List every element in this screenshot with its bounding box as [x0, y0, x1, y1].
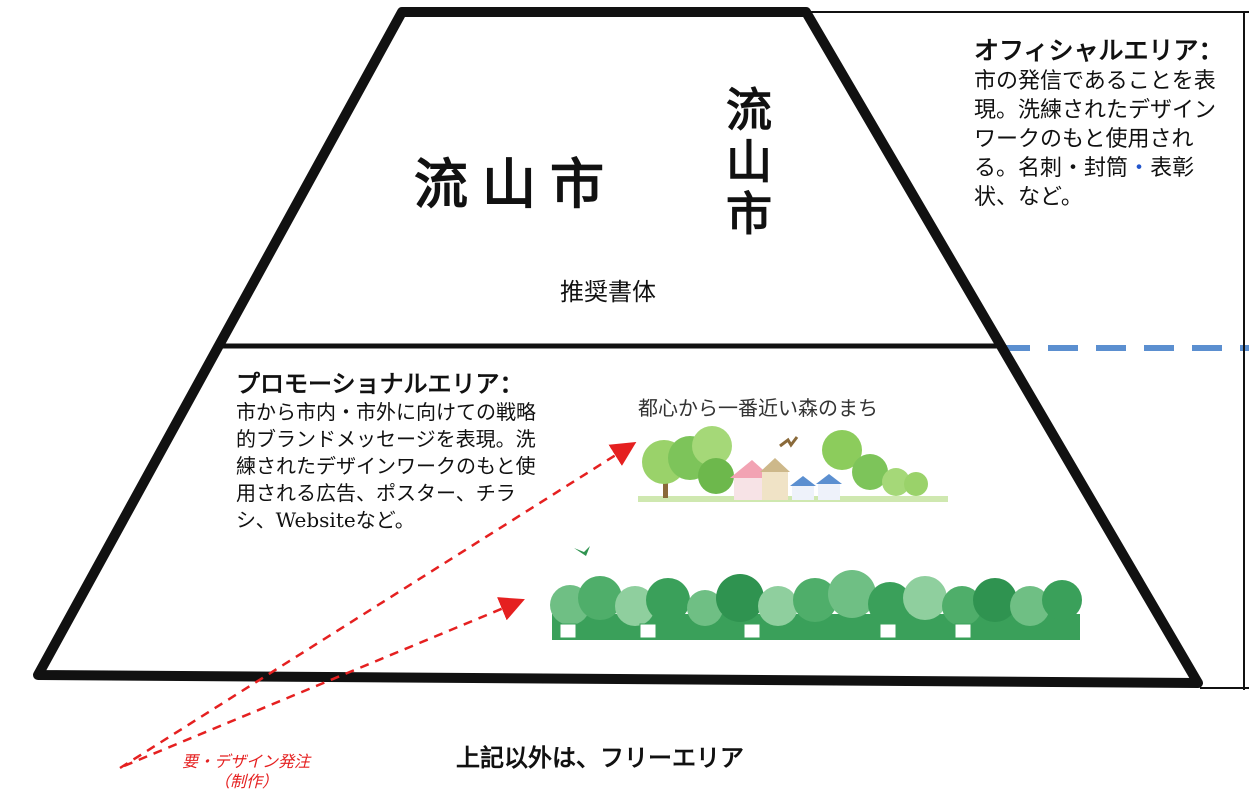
forest-illustration: [550, 546, 1082, 640]
tree: [904, 472, 928, 496]
pointer-arrow: [119, 441, 637, 770]
bird-icon: [574, 546, 590, 556]
free-area-label: 上記以外は、フリーエリア: [456, 743, 744, 772]
forest-house: [559, 623, 577, 639]
brand-slogan: 都心から一番近い森のまち: [638, 396, 878, 420]
house-blue: [792, 484, 814, 500]
bird-icon: [779, 436, 799, 448]
pointer-arrow: [123, 597, 525, 768]
house-blue-roof: [790, 476, 816, 486]
forest-house: [639, 623, 657, 639]
house-pink-roof: [730, 460, 772, 478]
official-area-bullet: ・: [1128, 156, 1151, 181]
official-area-body: ・: [1062, 156, 1085, 181]
official-area-body: 封筒: [1084, 156, 1129, 181]
tree: [698, 458, 734, 494]
pyramid-outline: [33, 7, 1203, 688]
official-area-title: オフィシャルエリア：: [974, 36, 1224, 65]
tree: [692, 426, 732, 466]
recommended-font-label: 推奨書体: [560, 278, 656, 306]
official-area-body: 表彰状、など。: [974, 156, 1195, 210]
house-beige-roof: [760, 458, 790, 472]
house-blue: [818, 482, 840, 500]
promotional-area-description: プロモーショナルエリア： 市から市内・市外に向けての戦略的ブランドメッセージを表…: [236, 370, 548, 534]
official-area-description: オフィシャルエリア： 市の発信であることを表現。洗練されたデザインワークのもと使…: [974, 36, 1224, 212]
house-blue-roof: [816, 474, 842, 484]
official-area-body: 市の発信であることを表現。洗練されたデザインワークのもと使用される。名刺: [974, 69, 1217, 181]
design-order-note-line: 要・デザイン発注: [181, 752, 310, 771]
logo-horizontal: 流山市: [414, 152, 618, 216]
tree-trunk: [663, 470, 668, 498]
promotional-area-body: 市から市内・市外に向けての戦略的ブランドメッセージを表現。洗練されたデザインワー…: [236, 373, 536, 532]
village-illustration: [638, 426, 948, 502]
forest-house: [879, 623, 897, 639]
logo-vertical: 流山市: [726, 83, 772, 241]
design-order-note: 要・デザイン発注 （制作）: [156, 752, 336, 792]
design-order-note-line: （制作）: [213, 772, 278, 791]
forest-house: [743, 623, 761, 639]
promotional-area-title: プロモーショナルエリア：: [236, 369, 512, 398]
forest-house: [954, 623, 972, 639]
tree: [852, 454, 888, 490]
house-beige: [762, 470, 788, 500]
tree: [882, 468, 910, 496]
tree: [822, 430, 862, 470]
